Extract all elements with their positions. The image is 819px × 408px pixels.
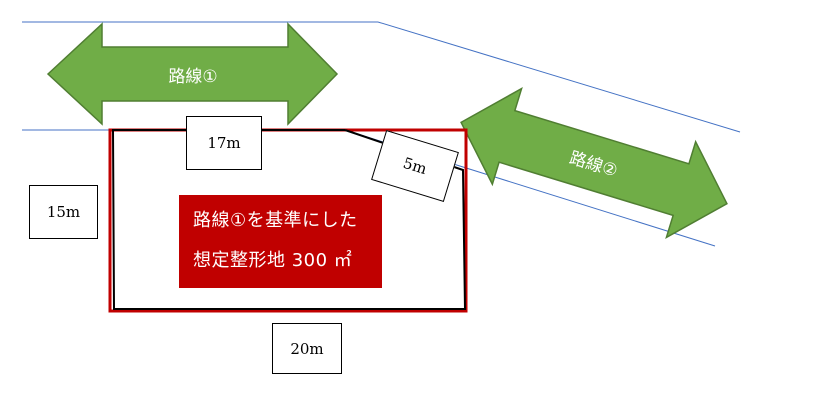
diagonal-frontage-text: 5m <box>400 153 430 179</box>
road-line-top-diagonal <box>377 21 741 133</box>
top-frontage-label: 17m <box>186 116 262 170</box>
note-line-2: 想定整形地 300 ㎡ <box>193 250 353 271</box>
bottom-width-text: 20m <box>290 339 324 358</box>
assumed-lot-note: 路線①を基準にした 想定整形地 300 ㎡ <box>179 195 382 288</box>
depth-label: 15m <box>29 185 98 239</box>
note-line-1: 路線①を基準にした <box>193 210 358 231</box>
top-frontage-text: 17m <box>207 134 241 152</box>
route1-double-arrow <box>46 22 339 126</box>
route2-double-arrow <box>460 87 728 239</box>
bottom-width-label: 20m <box>272 323 342 374</box>
route1-label: 路線① <box>168 67 217 87</box>
depth-text: 15m <box>46 203 81 221</box>
